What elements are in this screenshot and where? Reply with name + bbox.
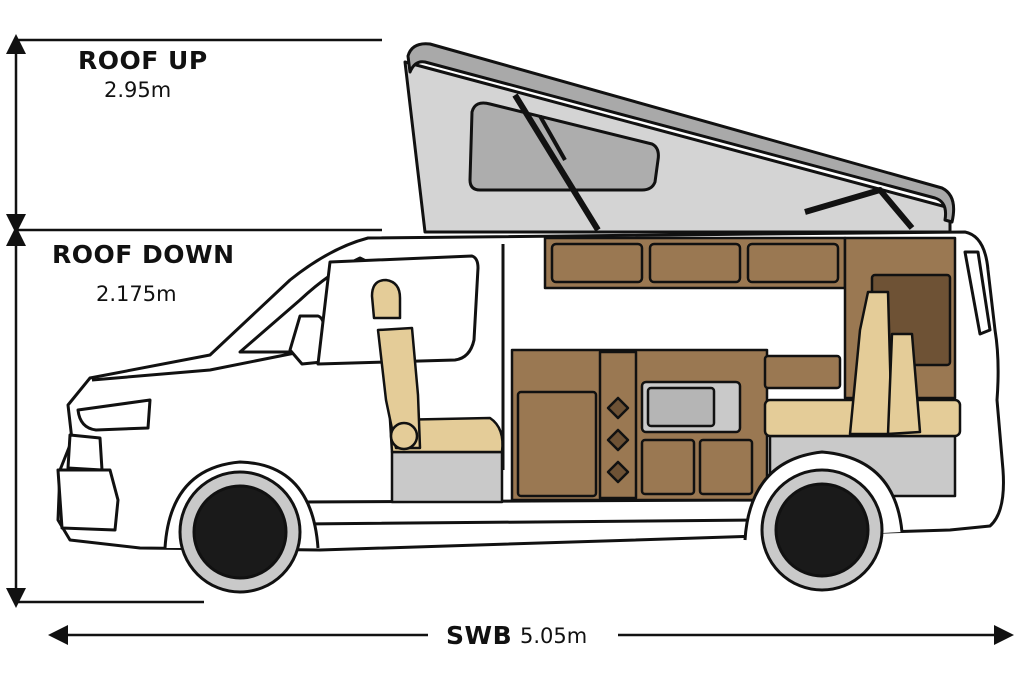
hob-burner-1 — [606, 396, 630, 420]
upper-locker-3 — [746, 242, 840, 284]
side-drawer — [763, 354, 842, 390]
roof-down-title: ROOF DOWN — [52, 240, 235, 269]
length-value: 5.05m — [520, 624, 588, 648]
roof-down-value: 2.175m — [96, 282, 177, 306]
roof-strut — [512, 93, 601, 232]
rear-light — [963, 250, 992, 336]
rear-tyre — [774, 482, 870, 578]
fridge-door — [516, 390, 598, 498]
roof-up-title: ROOF UP — [78, 46, 208, 75]
interior — [370, 236, 962, 504]
bonnet-line — [91, 350, 301, 382]
length-title: SWB — [446, 621, 513, 650]
front-seat-back — [376, 326, 422, 450]
grille — [66, 433, 104, 472]
hob-burner-2 — [606, 428, 630, 452]
roof-tent-window — [468, 101, 660, 192]
wheels — [163, 450, 904, 594]
upper-locker-2 — [648, 242, 742, 284]
front-seat-headrest — [370, 278, 402, 320]
grey-floor-box — [390, 450, 504, 504]
hob-burner-3 — [606, 460, 630, 484]
roof-up-value: 2.95m — [104, 78, 172, 102]
front-seat-armrest — [389, 421, 419, 451]
upper-locker-1 — [550, 242, 644, 284]
bench-backrest-1 — [848, 290, 894, 436]
side-skirt — [298, 498, 762, 526]
roof-lid — [406, 42, 956, 224]
lower-cupboard-1 — [640, 438, 696, 496]
bench-backrest-2 — [886, 332, 922, 436]
microwave-window — [646, 386, 716, 428]
headlight — [76, 398, 152, 432]
roof-hinge-bracket — [804, 187, 915, 230]
dimension-lines — [6, 34, 1014, 645]
roof-strut-2 — [538, 115, 567, 161]
front-bumper — [56, 468, 120, 532]
pop-top-roof — [403, 42, 956, 234]
front-tyre — [192, 484, 288, 580]
lower-cupboard-2 — [698, 438, 754, 496]
